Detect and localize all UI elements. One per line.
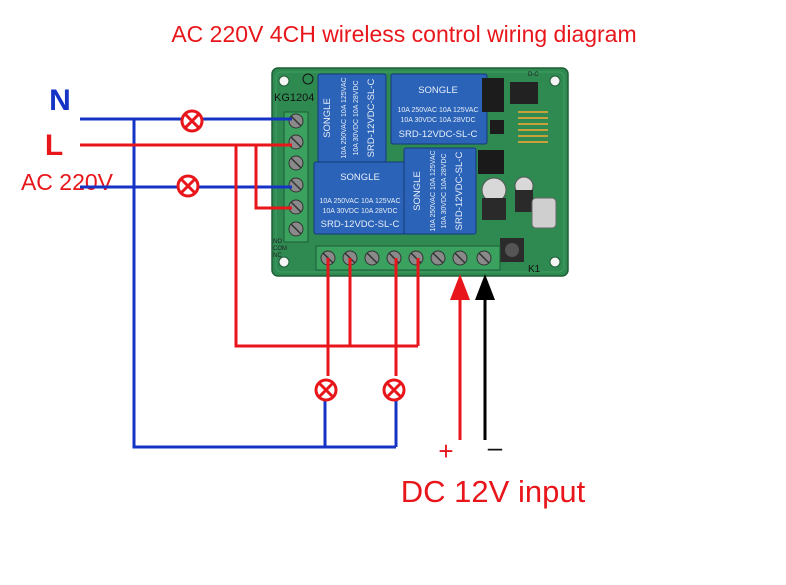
dc-input-label: DC 12V input xyxy=(401,474,586,509)
terminal-label-com: COM xyxy=(273,246,287,252)
lamp-3-icon xyxy=(314,378,338,402)
mains-label: AC 220V xyxy=(21,169,114,195)
relay-1-rating1: 10A 250VAC 10A 125VAC xyxy=(341,77,348,158)
relay-2-model: SRD-12VDC-SL-C xyxy=(399,129,478,140)
relay-2-brand: SONGLE xyxy=(418,85,458,96)
relay-module-board: KG1204 D-C NO COM NC SONGLE 10A 250VAC 1… xyxy=(271,67,569,277)
button-label: K1 xyxy=(528,264,541,275)
receiver-circuitry: K1 xyxy=(478,78,557,275)
relay-3-model: SRD-12VDC-SL-C xyxy=(321,219,400,230)
relay-2-rating2: 10A 30VDC 10A 28VDC xyxy=(400,117,475,124)
relay-1-brand: SONGLE xyxy=(322,98,333,138)
relay-4-model: SRD-12VDC-SL-C xyxy=(454,152,465,231)
dc-negative-arrow xyxy=(475,274,495,440)
lamp-2-icon xyxy=(176,174,200,198)
relay-4-brand: SONGLE xyxy=(412,171,423,211)
terminal-label-nc: NC xyxy=(273,253,282,259)
bottom-terminal-block xyxy=(315,245,501,271)
lamp-4-icon xyxy=(382,378,406,402)
relay-1-rating2: 10A 30VDC 10A 28VDC xyxy=(353,80,360,155)
terminal-label-no: NO xyxy=(273,239,282,245)
relay-4-rating1: 10A 250VAC 10A 125VAC xyxy=(430,150,437,231)
neutral-label: N xyxy=(49,84,71,117)
relay-3-rating2: 10A 30VDC 10A 28VDC xyxy=(322,208,397,215)
relay-4: SONGLE 10A 250VAC 10A 125VAC 10A 30VDC 1… xyxy=(403,147,477,235)
relay-3-brand: SONGLE xyxy=(340,172,380,183)
ground-symbol-icon xyxy=(302,73,314,85)
board-model-label: KG1204 xyxy=(274,92,314,104)
relay-2-rating1: 10A 250VAC 10A 125VAC xyxy=(397,107,478,114)
minus-label: – xyxy=(488,432,503,462)
left-terminal-block xyxy=(283,111,309,243)
lamp-1-icon xyxy=(180,109,204,133)
plus-label: + xyxy=(438,436,453,466)
relay-1: SONGLE 10A 250VAC 10A 125VAC 10A 30VDC 1… xyxy=(317,73,387,163)
relay-3-rating1: 10A 250VAC 10A 125VAC xyxy=(319,198,400,205)
relay-1-model: SRD-12VDC-SL-C xyxy=(366,79,377,158)
dc-positive-arrow xyxy=(450,274,470,440)
live-label: L xyxy=(45,129,63,162)
relay-2: SONGLE 10A 250VAC 10A 125VAC 10A 30VDC 1… xyxy=(390,73,488,145)
relay-3: SONGLE 10A 250VAC 10A 125VAC 10A 30VDC 1… xyxy=(313,161,407,235)
board-corner-label: D-C xyxy=(528,72,539,78)
relay-4-rating2: 10A 30VDC 10A 28VDC xyxy=(441,153,448,228)
diagram-title: AC 220V 4CH wireless control wiring diag… xyxy=(171,21,636,47)
live-wires xyxy=(80,143,420,376)
